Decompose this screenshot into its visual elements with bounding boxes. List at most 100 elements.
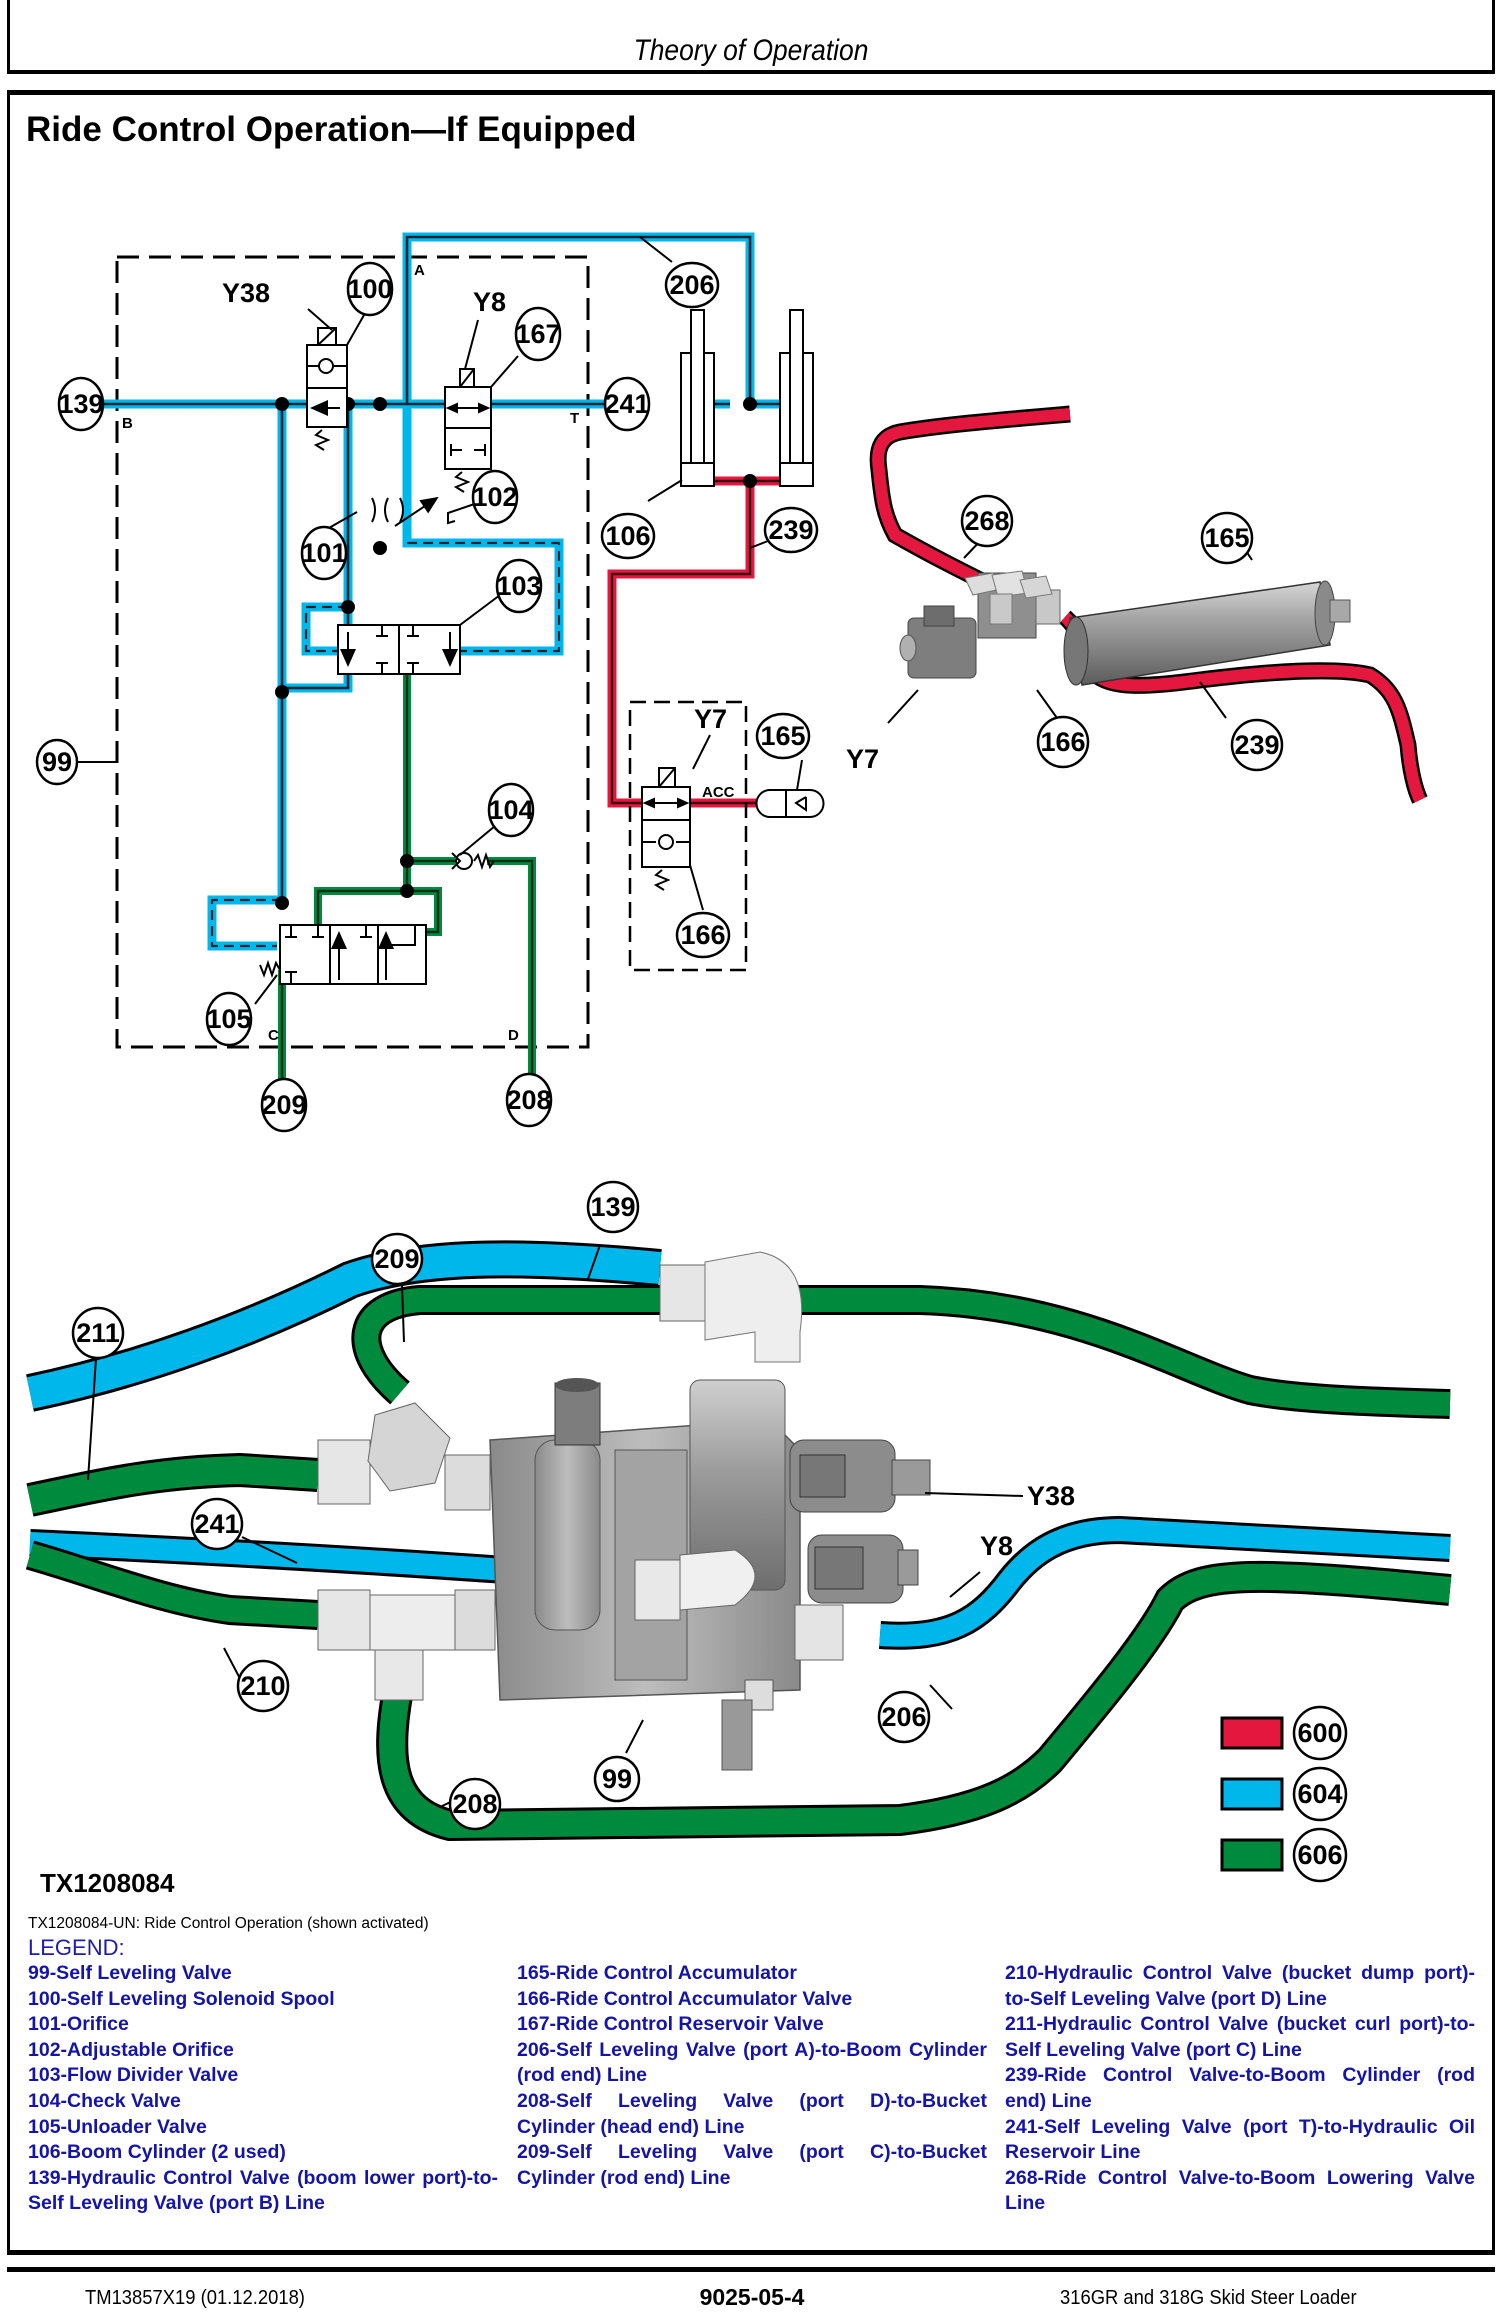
- port-b-label: B: [122, 415, 133, 432]
- valve-label-y38: Y38: [1027, 1481, 1075, 1511]
- self-leveling-valve-boundary: [115, 255, 590, 1049]
- valve-label-y8: Y8: [980, 1531, 1013, 1561]
- legend-column-2: 165-Ride Control Accumulator 166-Ride Co…: [517, 1961, 987, 2191]
- callout-103: 103: [496, 571, 541, 601]
- trapped-oil-lines-green: [278, 674, 536, 1080]
- legend-heading: LEGEND:: [28, 1935, 125, 1960]
- color-key-code-606: 606: [1297, 1840, 1342, 1870]
- callout-241: 241: [604, 389, 649, 419]
- legend-item: 208-Self Leveling Valve (port D)-to-Buck…: [517, 2089, 987, 2138]
- orifice-symbols: [371, 496, 439, 527]
- accum-callout-165: 165: [1204, 523, 1249, 553]
- section-header-box: Theory of Operation: [7, 0, 1495, 74]
- port-c-label: C: [268, 1027, 279, 1044]
- callout-206: 206: [669, 270, 714, 300]
- legend-item: 209-Self Leveling Valve (port C)-to-Buck…: [517, 2141, 987, 2189]
- legend-item: 165-Ride Control Accumulator: [517, 1962, 797, 1984]
- accum-callout-239: 239: [1234, 730, 1279, 760]
- legend-item: 101-Orifice: [28, 2013, 129, 2036]
- legend-item: 103-Flow Divider Valve: [28, 2064, 239, 2087]
- accumulator-illustration: [869, 405, 1428, 804]
- callout-100: 100: [347, 274, 392, 304]
- color-swatch-604: [1220, 1777, 1284, 1811]
- footer-page-number: 9025-05-4: [699, 2284, 805, 2310]
- valve-callout-208: 208: [452, 1789, 497, 1819]
- callout-209: 209: [261, 1090, 306, 1120]
- valve-callout-211: 211: [76, 1318, 120, 1348]
- legend-item: 105-Unloader Valve: [28, 2115, 207, 2138]
- label-y8: Y8: [473, 287, 506, 317]
- footer-divider: [7, 2267, 1495, 2272]
- callout-106: 106: [605, 521, 650, 551]
- color-key-code-600: 600: [1297, 1718, 1342, 1748]
- footer-doc-id: TM13857X19 (01.12.2018): [85, 2287, 305, 2309]
- valve-callout-139: 139: [590, 1192, 635, 1222]
- valve-callout-99: 99: [602, 1764, 632, 1794]
- color-swatch-600: [1220, 1716, 1284, 1750]
- valve-callouts: [71, 1180, 931, 1831]
- content-frame: [7, 90, 1495, 2255]
- callout-165: 165: [760, 721, 805, 751]
- legend-item: 166-Ride Control Accumulator Valve: [517, 1987, 853, 2010]
- footer-product: 316GR and 318G Skid Steer Loader: [1060, 2287, 1357, 2309]
- color-swatch-606: [1220, 1838, 1284, 1872]
- legend-item: 139-Hydraulic Control Valve (boom lower …: [28, 2166, 498, 2215]
- valve-illustration: [25, 1240, 1452, 1842]
- legend-column-3: 210-Hydraulic Control Valve (bucket dump…: [1005, 1961, 1475, 2217]
- leader-lines: [77, 236, 803, 1005]
- callout-239: 239: [768, 515, 813, 545]
- port-t-label: T: [570, 410, 579, 427]
- callout-102: 102: [472, 482, 517, 512]
- valve-leader-lines: [87, 1244, 1024, 1808]
- accumulator-valve-boundary: [628, 700, 748, 972]
- color-key: [1220, 1705, 1348, 1883]
- legend-item: 99-Self Leveling Valve: [28, 1962, 232, 1984]
- legend-item: 268-Ride Control Valve-to-Boom Lowering …: [1005, 2166, 1475, 2215]
- ride-control-reservoir-valve-symbol: [444, 368, 492, 493]
- legend-column-1: 99-Self Leveling Valve 100-Self Leveling…: [28, 1961, 498, 2217]
- legend-item: 167-Ride Control Reservoir Valve: [517, 2013, 824, 2036]
- page-title: Ride Control Operation—If Equipped: [26, 110, 637, 149]
- hydraulic-schematic: [77, 232, 825, 1080]
- unloader-valve-symbol: [259, 924, 427, 985]
- label-y7: Y7: [694, 704, 727, 734]
- legend-item: 241-Self Leveling Valve (port T)-to-Hydr…: [1005, 2115, 1475, 2164]
- legend-item: 206-Self Leveling Valve (port A)-to-Boom…: [517, 2038, 987, 2087]
- figure-caption: TX1208084-UN: Ride Control Operation (sh…: [28, 1915, 429, 1932]
- accum-label-y7: Y7: [846, 744, 879, 774]
- self-leveling-solenoid-spool-symbol: [306, 327, 348, 451]
- port-d-label: D: [508, 1027, 519, 1044]
- legend-item: 210-Hydraulic Control Valve (bucket dump…: [1005, 1962, 1475, 2010]
- valve-callout-210: 210: [240, 1671, 285, 1701]
- check-valve-symbol: [451, 851, 495, 871]
- accumulator-symbol: [755, 789, 825, 818]
- callout-139: 139: [58, 389, 103, 419]
- legend-item: 106-Boom Cylinder (2 used): [28, 2141, 286, 2164]
- section-title: Theory of Operation: [633, 34, 869, 67]
- legend-item: 102-Adjustable Orifice: [28, 2038, 234, 2061]
- legend-item: 104-Check Valve: [28, 2089, 181, 2112]
- valve-callout-209: 209: [374, 1244, 419, 1274]
- callout-208: 208: [506, 1085, 551, 1115]
- acc-port-label: ACC: [702, 784, 735, 801]
- accumulator-valve-symbol: [641, 767, 691, 891]
- callout-166: 166: [680, 920, 725, 950]
- valve-callout-241: 241: [194, 1509, 239, 1539]
- flow-divider-valve-symbol: [337, 624, 461, 675]
- boom-cylinder-symbols: [680, 309, 814, 487]
- color-key-code-604: 604: [1297, 1779, 1342, 1809]
- junction-dots: [275, 397, 757, 910]
- figure-id: TX1208084: [40, 1868, 175, 1898]
- port-a-label: A: [414, 262, 425, 279]
- legend-item: 100-Self Leveling Solenoid Spool: [28, 1987, 335, 2010]
- label-y38: Y38: [222, 278, 270, 308]
- accum-callout-166: 166: [1040, 727, 1085, 757]
- accumulator-callouts: [960, 494, 1284, 772]
- callout-99: 99: [42, 747, 72, 777]
- accum-callout-268: 268: [964, 506, 1009, 536]
- schematic-callouts: [35, 261, 819, 1133]
- ride-control-figure: 100 167 139 241 102 101 103 99 104 105 2…: [25, 232, 1452, 1883]
- legend-item: 239-Ride Control Valve-to-Boom Cylinder …: [1005, 2064, 1475, 2112]
- callout-101: 101: [301, 538, 346, 568]
- callout-104: 104: [488, 795, 533, 825]
